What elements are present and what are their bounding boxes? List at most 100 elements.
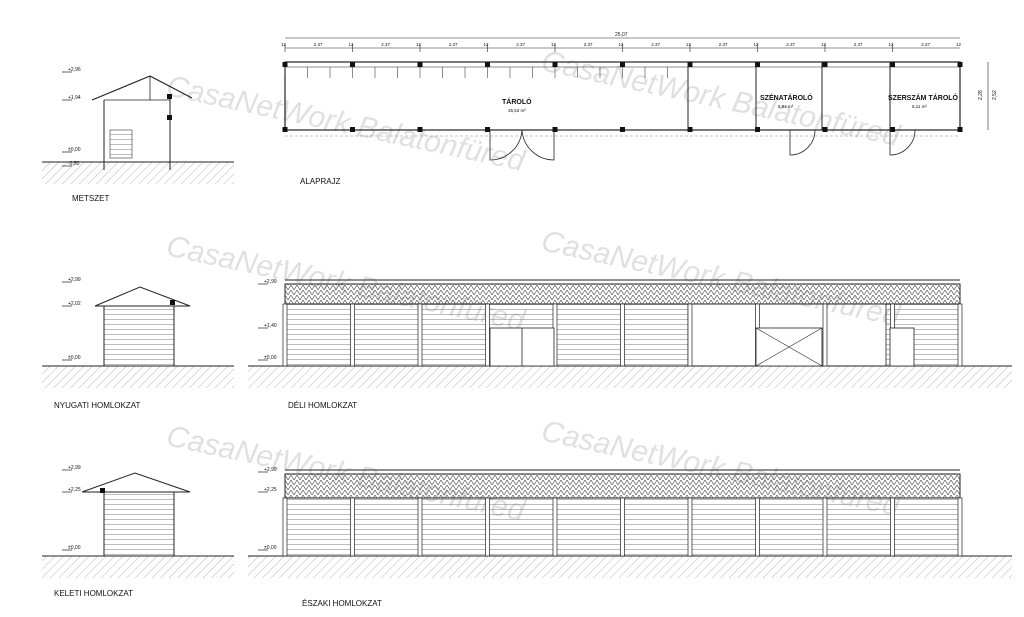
- roof-tiles: [284, 473, 961, 499]
- drawing-title: ÉSZAKI HOMLOKZAT: [302, 599, 382, 608]
- elevation-post: [822, 497, 828, 557]
- post: [755, 127, 760, 132]
- post-gap-dimension: 12: [551, 42, 557, 47]
- post-gap-dimension: 12: [281, 42, 287, 47]
- elevation-post: [957, 497, 963, 557]
- elevation-post: [822, 303, 828, 367]
- elevation-post: [687, 303, 693, 367]
- elevation-post: [282, 497, 288, 557]
- north-elevation: +2,99 +2,25 ±0,00 ÉSZAKI HOMLOKZAT: [248, 467, 1012, 608]
- ground-hatch: [248, 556, 1012, 578]
- post: [687, 127, 693, 132]
- bay-dimension: 2.37: [854, 42, 863, 47]
- post-gap-dimension: 12: [686, 42, 692, 47]
- elevation-post: [350, 303, 355, 367]
- depth-dimension: 2,28: [978, 90, 984, 100]
- post-gap-dimension: 12: [956, 42, 962, 47]
- door-swing: [889, 129, 916, 156]
- post: [890, 127, 895, 132]
- west-elevation: +2,99 +2,02 ±0,00 NYUGATI HOMLOKZAT: [42, 277, 234, 410]
- post-markers: [282, 62, 963, 132]
- section-drawing: +2,96 +1,94 ±0,00 -0,50 METSZET: [42, 67, 234, 203]
- ground-hatch: [42, 366, 234, 388]
- level-label: ±0,00: [68, 545, 81, 551]
- post: [620, 127, 625, 132]
- bay-dimension: 2.37: [381, 42, 390, 47]
- depth-dimension: 2,52: [992, 90, 998, 100]
- room-name: SZERSZÁM TÁROLÓ: [888, 93, 959, 102]
- elevation-post: [417, 497, 423, 557]
- elevation-post: [620, 303, 625, 367]
- post: [687, 62, 693, 67]
- bay-dimension: 2.37: [449, 42, 458, 47]
- post-gap-dimension: 12: [484, 42, 490, 47]
- post: [485, 62, 490, 67]
- level-label: ±0,00: [68, 147, 81, 153]
- elevation-post: [890, 497, 895, 557]
- rafter-lines: [284, 67, 668, 78]
- level-label: ±0,00: [264, 545, 277, 551]
- drawing-title: ALAPRAJZ: [300, 177, 341, 186]
- room-name: SZÉNATÁROLÓ: [760, 93, 813, 102]
- level-label: -0,50: [68, 161, 80, 167]
- ground-hatch: [42, 162, 234, 184]
- room-name: TÁROLÓ: [502, 97, 532, 106]
- bay-dimension: 2.37: [719, 42, 728, 47]
- elevation-post: [620, 497, 625, 557]
- door-swing: [521, 129, 555, 161]
- level-label: +2,25: [68, 487, 81, 493]
- drawing-title: NYUGATI HOMLOKZAT: [54, 401, 140, 410]
- bay-dimension: 2.37: [516, 42, 525, 47]
- post-gap-dimension: 12: [754, 42, 760, 47]
- post: [890, 62, 895, 67]
- post: [350, 127, 355, 132]
- level-label: +1,40: [264, 323, 277, 329]
- post: [620, 62, 625, 67]
- post: [552, 62, 558, 67]
- drawing-title: KELETI HOMLOKZAT: [54, 589, 133, 598]
- post-gap-dimension: 12: [821, 42, 827, 47]
- elevation-post: [417, 303, 423, 367]
- elevation-post: [552, 497, 558, 557]
- total-length-dimension: 25,07: [615, 32, 628, 38]
- post: [957, 62, 963, 67]
- room-area: 5,84 m²: [778, 104, 794, 109]
- level-label: +2,96: [68, 67, 81, 73]
- bay-dimension: 2.37: [314, 42, 323, 47]
- watermark: CasaNetWork Balatonfüred: [539, 45, 904, 153]
- post: [755, 62, 760, 67]
- post: [350, 62, 355, 67]
- level-label: +2,99: [68, 277, 81, 283]
- elevation-post: [282, 303, 288, 367]
- post: [417, 127, 423, 132]
- elevation-post: [485, 497, 490, 557]
- level-label: ±0,00: [68, 355, 81, 361]
- level-label: +2,99: [68, 465, 81, 471]
- elevation-post: [687, 497, 693, 557]
- east-elevation: +2,99 +2,25 ±0,00 KELETI HOMLOKZAT: [42, 465, 234, 598]
- level-label: +2,99: [264, 279, 277, 285]
- post: [282, 127, 288, 132]
- south-elevation: +2,99 +1,40 ±0,00 DÉLI HOMLOKZAT: [248, 279, 1012, 410]
- post: [417, 62, 423, 67]
- ground-hatch: [248, 366, 1012, 388]
- post: [822, 127, 828, 132]
- bay-dimension: 2.37: [584, 42, 593, 47]
- ground-hatch: [42, 556, 234, 578]
- level-label: +2,25: [264, 487, 277, 493]
- elevation-post: [350, 497, 355, 557]
- room-area: 35,53 m²: [508, 108, 526, 113]
- post-gap-dimension: 12: [416, 42, 422, 47]
- room-area: 6,11 m²: [912, 104, 927, 109]
- post: [282, 62, 288, 67]
- drawing-title: METSZET: [72, 194, 109, 203]
- door: [889, 327, 915, 367]
- bay-dimensions: 2.37 12 2.37 12 2.37 12 2.37 12 2.37 12 2.37 12 2.37…: [281, 42, 962, 52]
- level-label: ±0,00: [264, 355, 277, 361]
- post: [822, 62, 828, 67]
- level-label: +2,99: [264, 467, 277, 473]
- level-label: +1,94: [68, 95, 81, 101]
- post: [552, 127, 558, 132]
- level-label: +2,02: [68, 301, 81, 307]
